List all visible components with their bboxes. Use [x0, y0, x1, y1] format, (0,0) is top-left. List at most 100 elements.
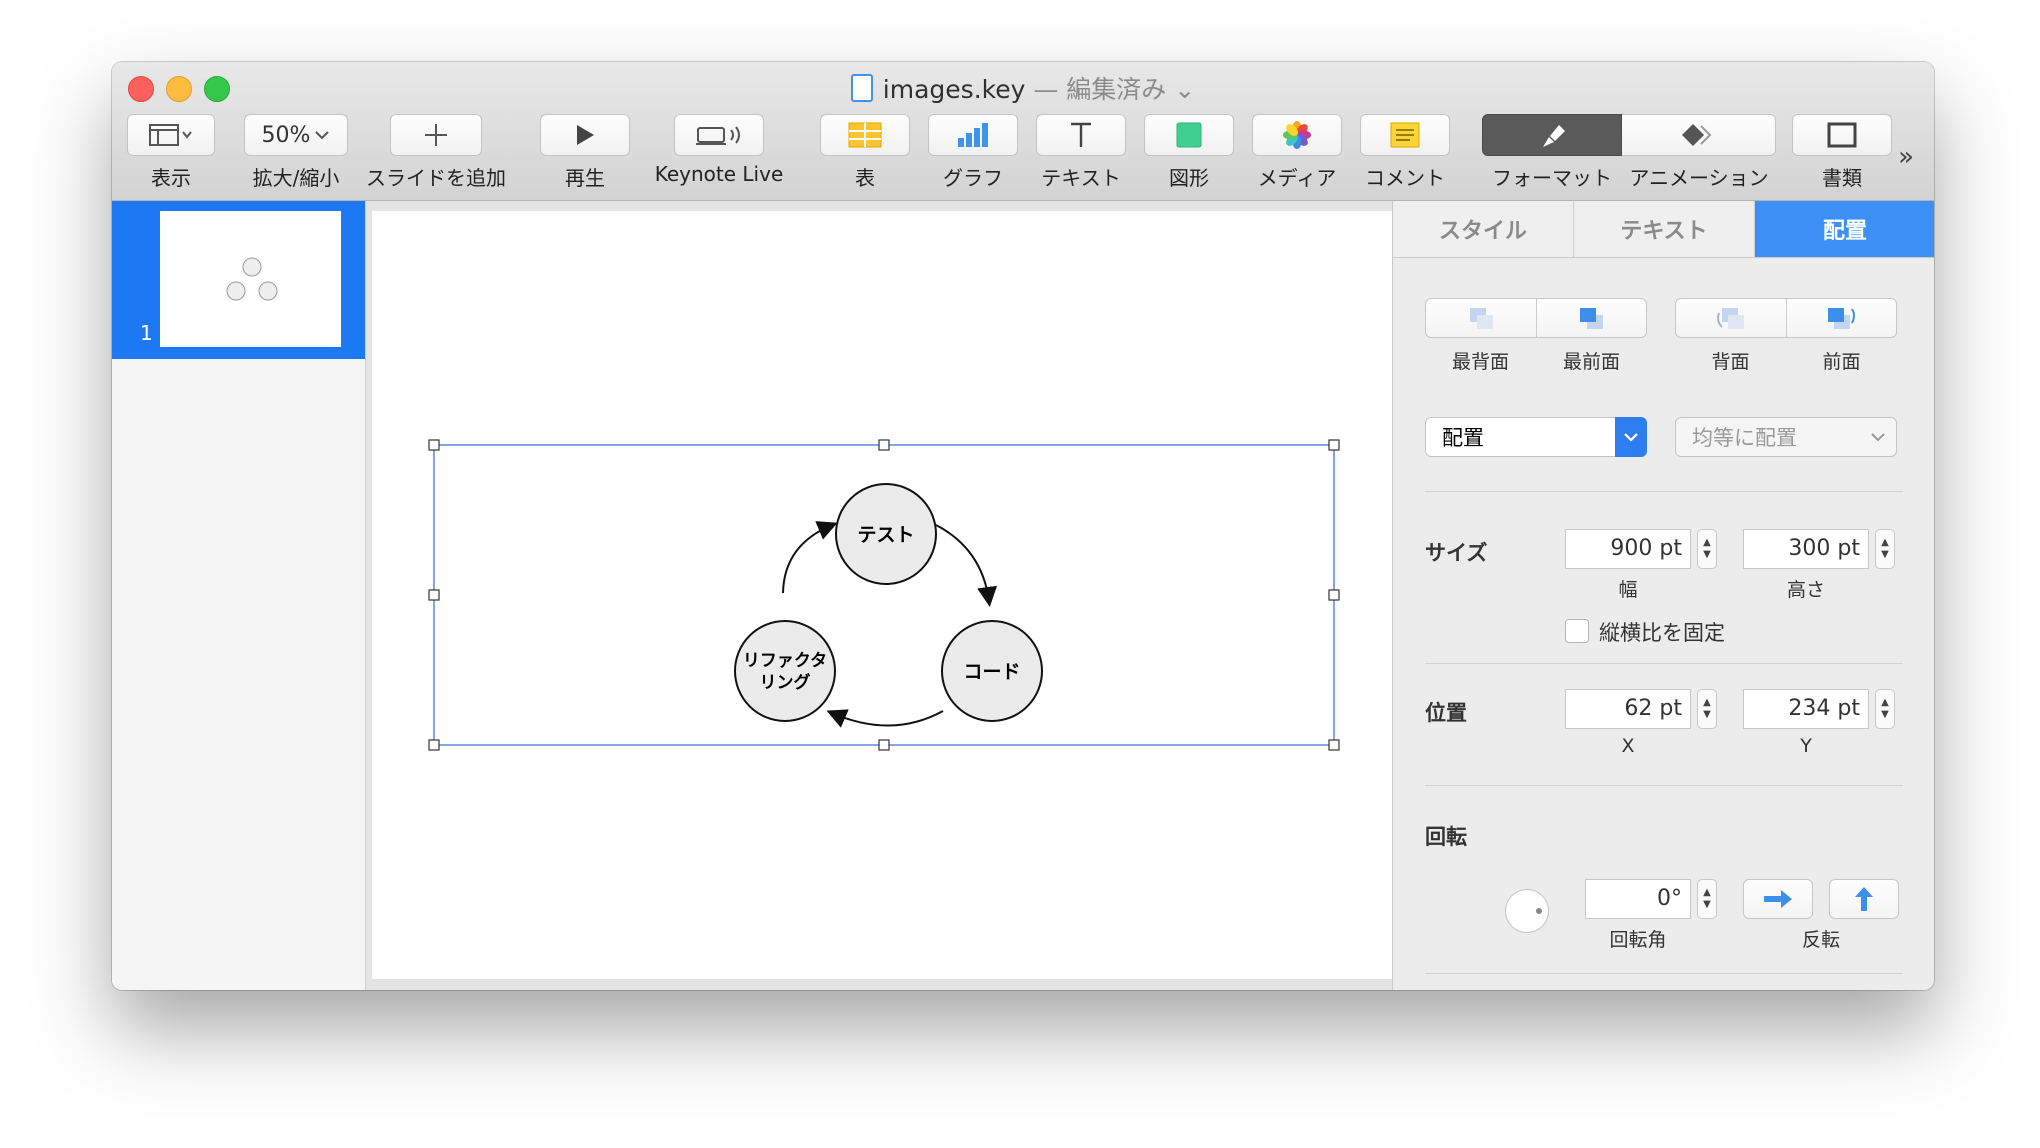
play-control: 再生 — [540, 114, 630, 194]
width-stepper[interactable]: ▲▼ — [1697, 529, 1717, 569]
rotation-angle-stepper[interactable]: ▲▼ — [1697, 879, 1717, 919]
shape-icon — [1176, 122, 1202, 148]
bring-forward-button[interactable] — [1787, 299, 1897, 337]
document-button[interactable] — [1792, 114, 1892, 156]
table-control: 表 — [820, 114, 910, 194]
chevron-down-icon — [1871, 433, 1885, 442]
tab-arrange[interactable]: 配置 — [1755, 201, 1934, 257]
flip-label: 反転 — [1801, 929, 1840, 951]
send-to-back-button[interactable] — [1426, 299, 1537, 337]
toolbar-overflow-button[interactable]: » — [1898, 142, 1914, 172]
width-field[interactable]: 900 pt — [1565, 529, 1691, 569]
send-to-back-icon — [1469, 308, 1493, 329]
arrow-test-to-code — [935, 524, 998, 607]
shape-control: 図形 — [1144, 114, 1234, 194]
selection-handles[interactable] — [428, 439, 1340, 751]
titlebar: images.key — 編集済み ⌄ 表示 50% 拡大/縮小 スライドを追加 — [112, 62, 1934, 201]
plus-icon — [425, 124, 447, 146]
comment-button[interactable] — [1360, 114, 1450, 156]
bring-to-front-icon — [1580, 308, 1604, 329]
chart-control: グラフ — [928, 114, 1018, 194]
zoom-button[interactable]: 50% — [244, 114, 348, 156]
constrain-proportions-checkbox[interactable] — [1565, 619, 1589, 643]
bar-chart-icon — [958, 123, 988, 147]
close-window-button[interactable] — [128, 76, 154, 102]
arrow-right-icon — [1764, 890, 1792, 908]
format-button[interactable] — [1482, 114, 1622, 156]
chart-button[interactable] — [928, 114, 1018, 156]
media-button[interactable] — [1252, 114, 1342, 156]
text-button[interactable] — [1036, 114, 1126, 156]
slide-thumbnail-row[interactable]: 1 — [112, 201, 365, 359]
view-button[interactable] — [127, 114, 215, 156]
constrain-proportions-label: 縦横比を固定 — [1599, 621, 1725, 645]
animate-button[interactable] — [1622, 114, 1776, 156]
distribute-popup-value: 均等に配置 — [1692, 426, 1797, 450]
node-code — [941, 620, 1043, 722]
height-stepper[interactable]: ▲▼ — [1875, 529, 1895, 569]
tab-text[interactable]: テキスト — [1574, 201, 1755, 257]
rotate-section-title: 回転 — [1425, 825, 1467, 849]
text-label: テキスト — [1041, 166, 1121, 190]
bring-to-front-label: 最前面 — [1562, 351, 1620, 373]
comment-label: コメント — [1365, 166, 1445, 190]
node-test — [835, 483, 937, 585]
x-position-field[interactable]: 62 pt — [1565, 689, 1691, 729]
add-slide-button[interactable] — [390, 114, 482, 156]
section-divider — [1425, 973, 1903, 974]
slide[interactable]: テスト コード リファクタ リング — [372, 211, 1396, 979]
photos-icon — [1283, 121, 1311, 149]
node-code-label: コード — [963, 661, 1020, 683]
chevron-down-icon — [315, 131, 330, 140]
slide-canvas: テスト コード リファクタ リング — [366, 201, 1500, 990]
bring-to-front-button[interactable] — [1537, 299, 1647, 337]
node-refactoring-label-line1: リファクタ — [743, 651, 827, 671]
size-section-title: サイズ — [1425, 541, 1488, 565]
format-inspector: スタイル テキスト 配置 最背面 最前面 背面 前面 配置 — [1392, 201, 1934, 990]
stepper-down-icon: ▼ — [1703, 549, 1711, 560]
y-position-stepper[interactable]: ▲▼ — [1875, 689, 1895, 729]
keynote-live-control: Keynote Live — [644, 114, 794, 194]
shape-button[interactable] — [1144, 114, 1234, 156]
slide-thumbnail[interactable] — [160, 211, 341, 347]
y-position-field[interactable]: 234 pt — [1743, 689, 1869, 729]
slide-number: 1 — [140, 321, 153, 345]
minimize-window-button[interactable] — [166, 76, 192, 102]
media-control: メディア — [1252, 114, 1342, 194]
format-control: フォーマット — [1482, 114, 1622, 194]
document-status[interactable]: — 編集済み ⌄ — [1025, 75, 1196, 104]
slide-thumbnail-preview — [226, 257, 278, 301]
keynote-live-button[interactable] — [674, 114, 764, 156]
view-control: 表示 — [126, 114, 216, 194]
add-slide-control: スライドを追加 — [362, 114, 510, 194]
document-icon — [1827, 122, 1857, 148]
align-popup[interactable]: 配置 — [1425, 417, 1647, 457]
width-label: 幅 — [1618, 579, 1638, 601]
table-button[interactable] — [820, 114, 910, 156]
stepper-up-icon: ▲ — [1703, 697, 1711, 708]
add-slide-label: スライドを追加 — [366, 166, 506, 190]
zoom-label: 拡大/縮小 — [252, 166, 340, 190]
animate-label: アニメーション — [1629, 166, 1769, 190]
distribute-popup[interactable]: 均等に配置 — [1675, 417, 1897, 457]
chart-label: グラフ — [943, 166, 1003, 190]
stepper-down-icon: ▼ — [1881, 549, 1889, 560]
rotation-knob[interactable] — [1505, 889, 1549, 933]
cycle-diagram[interactable]: テスト コード リファクタ リング — [372, 211, 1396, 979]
flip-vertical-button[interactable] — [1829, 879, 1899, 919]
front-back-segment — [1425, 298, 1647, 338]
node-refactoring — [734, 620, 836, 722]
send-backward-button[interactable] — [1676, 299, 1787, 337]
zoom-control: 50% 拡大/縮小 — [236, 114, 356, 194]
flip-horizontal-button[interactable] — [1743, 879, 1813, 919]
rotation-angle-field[interactable]: 0° — [1585, 879, 1691, 919]
tab-style[interactable]: スタイル — [1393, 201, 1574, 257]
section-divider — [1425, 663, 1903, 664]
forward-backward-segment — [1675, 298, 1897, 338]
x-label: X — [1621, 735, 1635, 757]
zoom-window-button[interactable] — [204, 76, 230, 102]
play-icon — [577, 125, 594, 145]
x-position-stepper[interactable]: ▲▼ — [1697, 689, 1717, 729]
height-field[interactable]: 300 pt — [1743, 529, 1869, 569]
play-button[interactable] — [540, 114, 630, 156]
